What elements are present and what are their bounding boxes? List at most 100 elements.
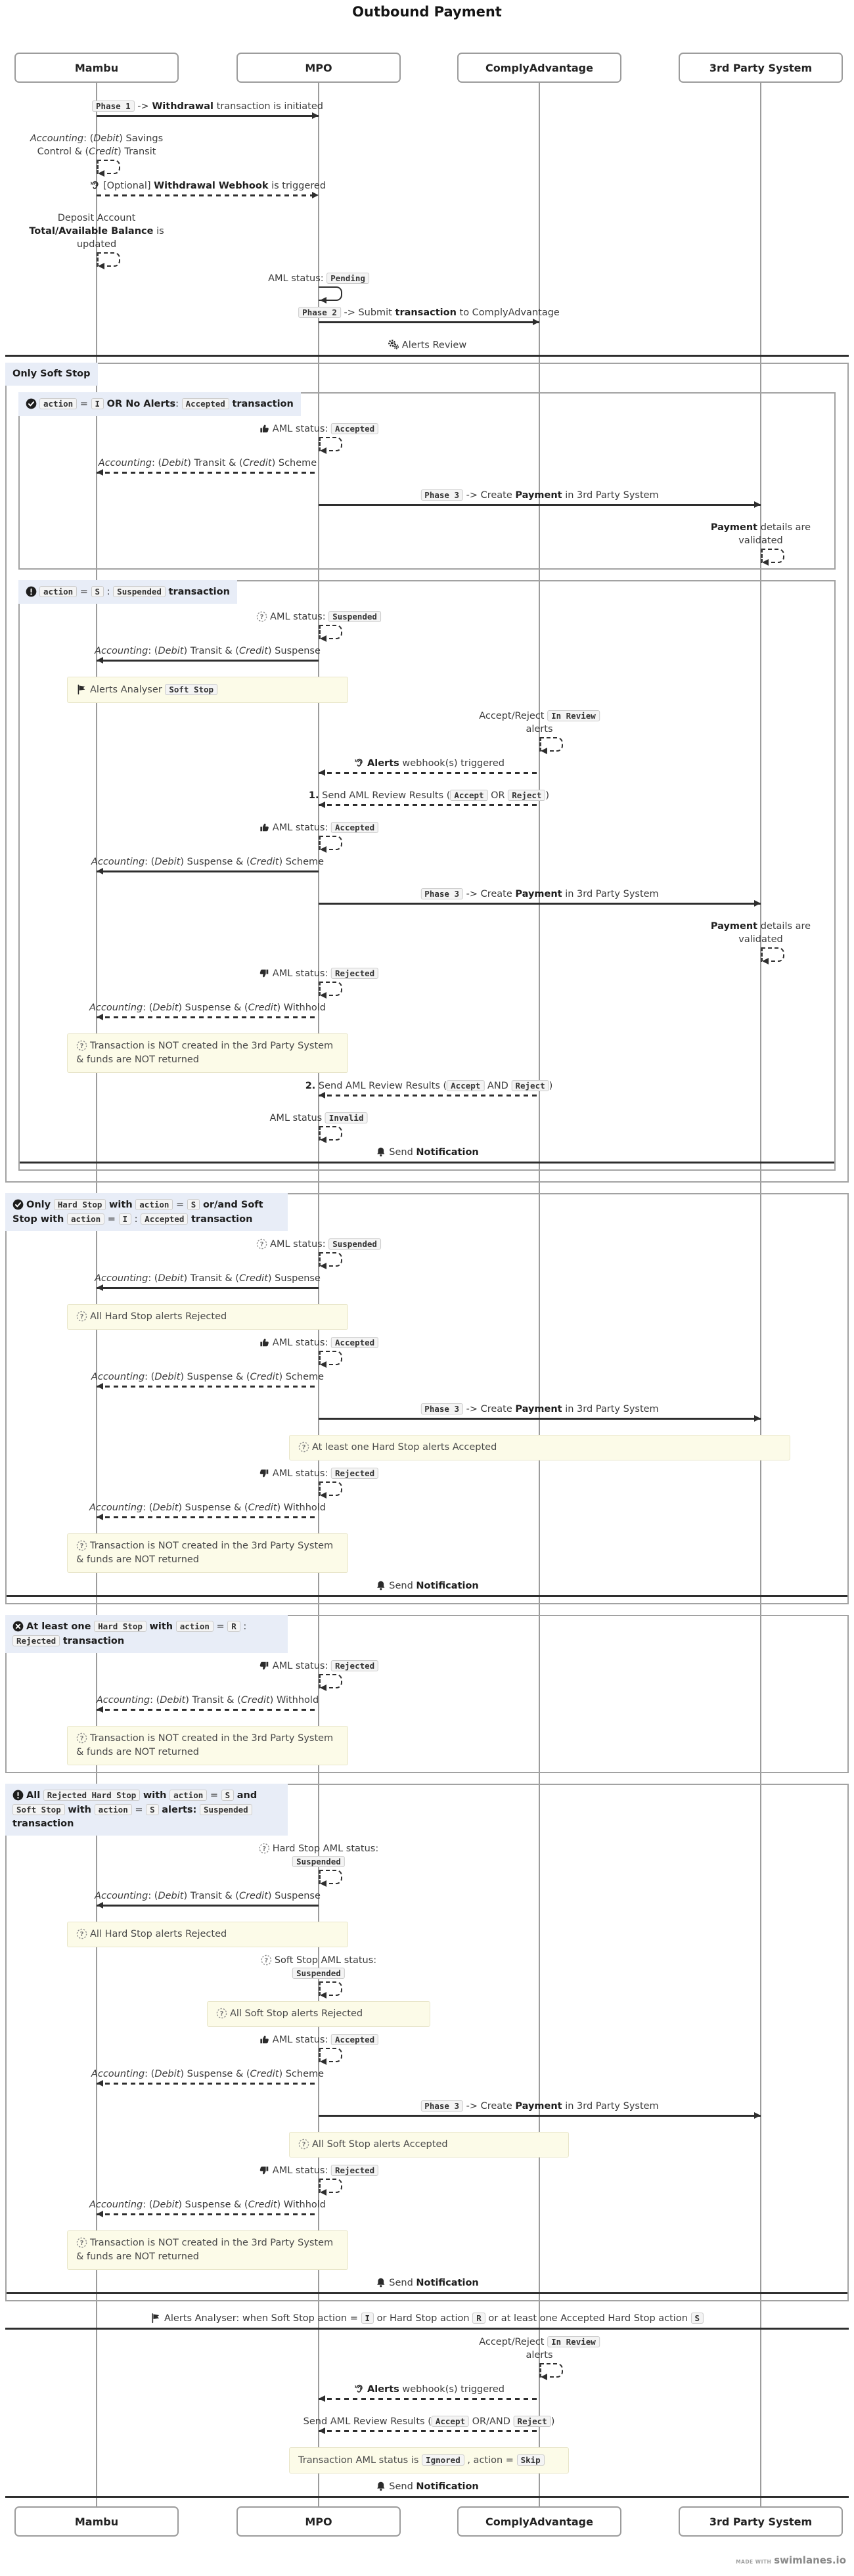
self-message-label: AML status: Rejected bbox=[259, 967, 379, 980]
block-header: All Rejected Hard Stop with action = S a… bbox=[5, 1784, 288, 1836]
arrowhead bbox=[97, 1513, 103, 1520]
block-header: At least one Hard Stop with action = R :… bbox=[5, 1615, 288, 1653]
code-token: Hard Stop bbox=[53, 1199, 106, 1210]
code-token: Rejected bbox=[12, 1635, 60, 1646]
thumbs-up-icon bbox=[260, 823, 269, 831]
self-message-label: ?AML status: Suspended bbox=[256, 610, 381, 623]
block-header: Only Hard Stop with action = S or/and So… bbox=[5, 1193, 288, 1231]
self-loop bbox=[319, 625, 342, 639]
arrowhead bbox=[533, 318, 539, 325]
message-line bbox=[97, 472, 319, 474]
message-line bbox=[319, 2115, 761, 2117]
code-token: S bbox=[221, 1790, 235, 1801]
block-frame bbox=[5, 363, 849, 1183]
code-token: I bbox=[361, 2313, 374, 2324]
self-message-label: AML status: Accepted bbox=[259, 2033, 379, 2046]
message-label: Phase 3 -> Create Payment in 3rd Party S… bbox=[420, 2100, 659, 2113]
divider-line bbox=[18, 1162, 836, 1164]
code-token: I bbox=[118, 1213, 132, 1225]
message-line bbox=[97, 115, 319, 117]
webhook-ear-icon bbox=[91, 181, 99, 189]
bell-icon bbox=[377, 1581, 385, 1590]
code-token: S bbox=[91, 586, 104, 597]
diagram-title: Outbound Payment bbox=[352, 4, 502, 20]
arrowhead bbox=[97, 1013, 103, 1020]
message-label: Phase 1 -> Withdrawal transaction is ini… bbox=[92, 100, 323, 113]
block-frame bbox=[18, 580, 836, 1171]
self-message-label: AML status: Rejected bbox=[259, 1467, 379, 1480]
self-loop bbox=[319, 1674, 342, 1688]
thumbs-up-icon bbox=[260, 1338, 269, 1346]
message-line bbox=[97, 2213, 319, 2215]
actor-mpo-top: MPO bbox=[236, 53, 401, 83]
message-label: Accounting: (Debit) Suspense & (Credit) … bbox=[91, 1372, 325, 1382]
message-label: Alerts webhook(s) triggered bbox=[353, 2383, 505, 2396]
code-token: Reject bbox=[508, 790, 546, 801]
divider-line bbox=[5, 2496, 849, 2498]
code-token: Suspended bbox=[328, 611, 381, 622]
arrowhead bbox=[319, 2427, 325, 2434]
code-token: Accepted bbox=[330, 2034, 379, 2045]
code-token: Soft Stop bbox=[12, 1804, 65, 1815]
message-label: Accounting: (Debit) Suspense & (Credit) … bbox=[91, 857, 325, 867]
message-line bbox=[97, 1386, 319, 1388]
code-token: action bbox=[169, 1790, 208, 1801]
question-circle-icon: ? bbox=[256, 611, 267, 621]
svg-text:?: ? bbox=[260, 1240, 264, 1248]
note: Transaction AML status is Ignored , acti… bbox=[289, 2447, 569, 2474]
code-token: Ignored bbox=[422, 2454, 464, 2466]
block-header: Only Soft Stop bbox=[5, 363, 98, 386]
arrowhead bbox=[320, 1262, 326, 1269]
actor-label: MPO bbox=[305, 61, 332, 74]
lifeline bbox=[318, 83, 319, 2506]
block-header: action = I OR No Alerts: Accepted transa… bbox=[18, 392, 301, 416]
arrowhead bbox=[97, 1284, 103, 1291]
code-token: Accepted bbox=[330, 822, 379, 833]
self-loop bbox=[319, 1351, 342, 1365]
actor-mpo-bottom: MPO bbox=[236, 2506, 401, 2537]
arrowhead bbox=[97, 2079, 103, 2087]
arrowhead bbox=[98, 169, 104, 177]
note: ?Transaction is NOT created in the 3rd P… bbox=[67, 2230, 348, 2270]
code-token: Suspended bbox=[113, 586, 166, 597]
code-token: Phase 3 bbox=[420, 1403, 463, 1414]
message-line bbox=[319, 321, 539, 323]
message-line bbox=[319, 1095, 539, 1096]
code-token: Suspended bbox=[328, 1238, 381, 1250]
arrowhead bbox=[320, 1880, 326, 1887]
code-token: Soft Stop bbox=[165, 684, 218, 695]
message-line bbox=[97, 194, 319, 196]
actor-3rd-party-system-top: 3rd Party System bbox=[679, 53, 843, 83]
divider-line bbox=[5, 1595, 849, 1597]
code-token: In Review bbox=[547, 2336, 600, 2347]
code-token: Rejected bbox=[330, 1660, 379, 1671]
code-token: Reject bbox=[511, 1080, 549, 1091]
arrowhead bbox=[319, 2395, 325, 2402]
svg-text:?: ? bbox=[220, 2010, 224, 2017]
code-token: Suspended bbox=[292, 1968, 345, 1979]
question-circle-icon: ? bbox=[76, 1540, 87, 1550]
arrowhead bbox=[97, 1901, 103, 1909]
message-label: Accounting: (Debit) Transit & (Credit) S… bbox=[95, 1891, 321, 1901]
self-message-label: ?Hard Stop AML status:Suspended bbox=[259, 1842, 378, 1868]
code-token: S bbox=[187, 1199, 200, 1210]
code-token: Reject bbox=[513, 2416, 551, 2427]
question-circle-icon: ? bbox=[298, 1441, 309, 1452]
thumbs-down-icon bbox=[259, 2166, 269, 2174]
self-message-label: AML status: Accepted bbox=[259, 422, 379, 436]
message-line bbox=[319, 804, 539, 806]
self-message-label: AML status: Accepted bbox=[259, 1336, 379, 1349]
divider-line bbox=[5, 355, 849, 357]
code-token: Invalid bbox=[325, 1112, 368, 1123]
self-loop bbox=[319, 437, 342, 451]
message-label: Accounting: (Debit) Transit & (Credit) S… bbox=[95, 646, 321, 656]
self-loop bbox=[319, 1981, 342, 1996]
block-frame bbox=[5, 1784, 849, 2301]
question-circle-icon: ? bbox=[76, 2237, 87, 2248]
code-token: Accept bbox=[447, 1080, 485, 1091]
svg-text:?: ? bbox=[80, 1313, 84, 1320]
bell-icon bbox=[377, 1147, 385, 1156]
code-token: Rejected bbox=[330, 968, 379, 979]
